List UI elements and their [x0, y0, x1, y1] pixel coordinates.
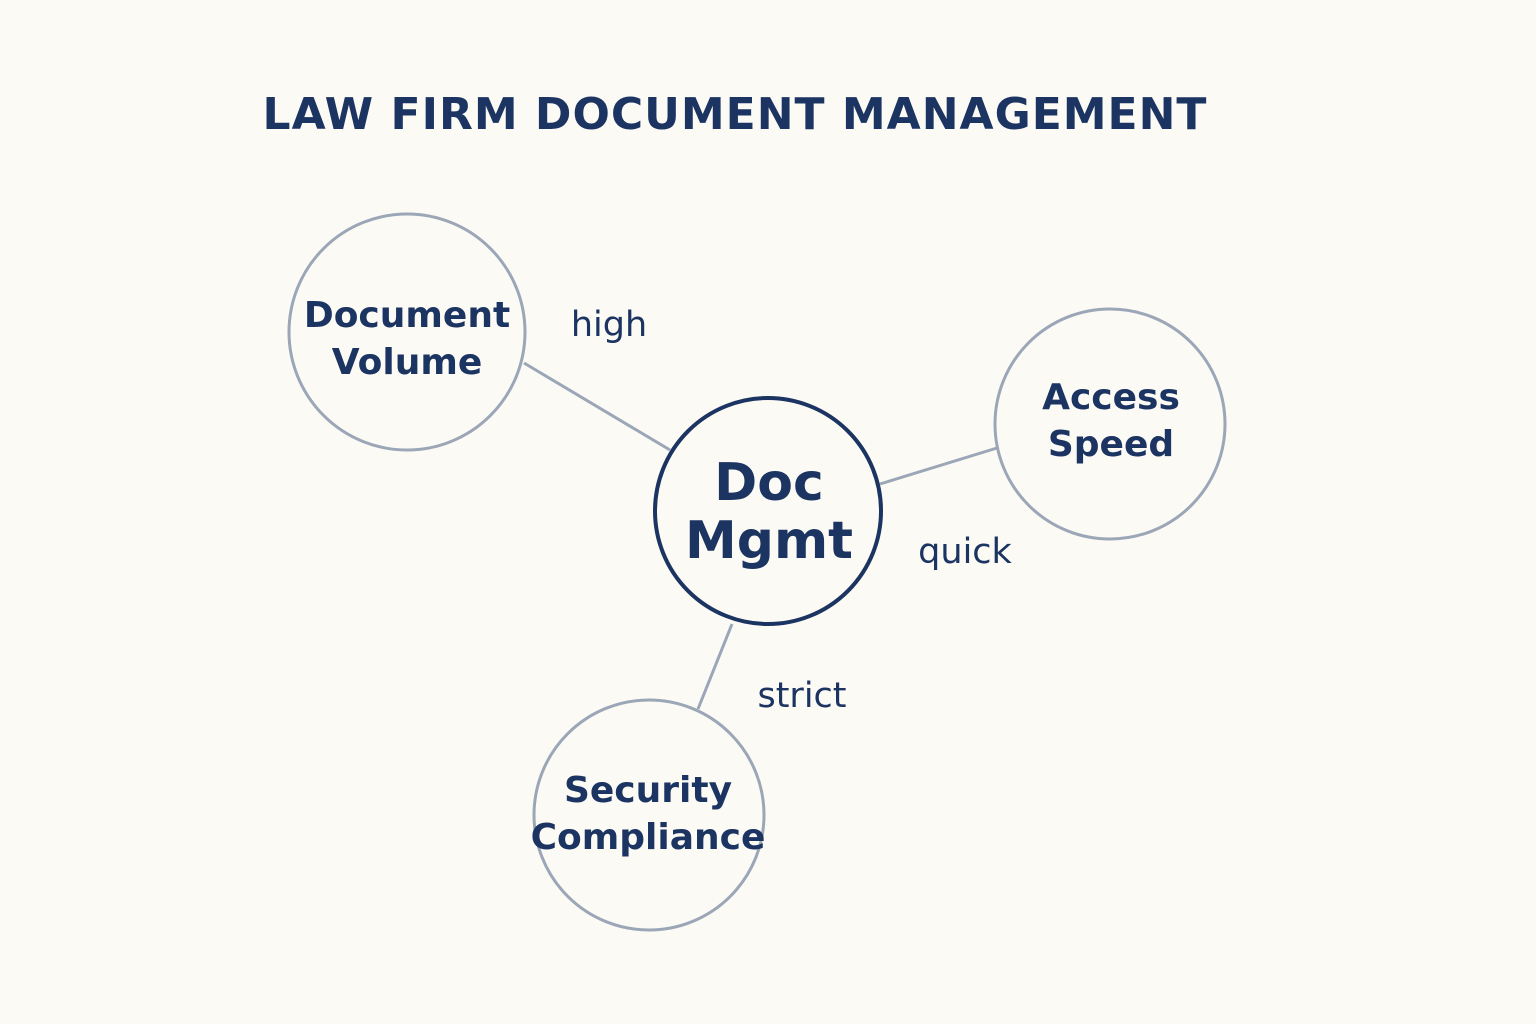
node-access-speed: Access Speed — [993, 307, 1227, 541]
node-document-volume-circle — [287, 212, 527, 452]
node-security-compliance-circle — [532, 698, 766, 932]
node-access-speed-line1: Access — [1042, 377, 1180, 418]
edge-security-compliance — [696, 623, 734, 710]
node-doc-mgmt-line1: Doc — [714, 453, 824, 513]
edge-document-volume — [523, 361, 671, 452]
edge-label-quick: quick — [918, 532, 1012, 572]
node-access-speed-line2: Speed — [1048, 424, 1174, 465]
node-security-compliance-line2: Compliance — [531, 817, 766, 858]
diagram-title: LAW FIRM DOCUMENT MANAGEMENT — [263, 89, 1208, 140]
node-document-volume: Document Volume — [287, 212, 527, 452]
edge-label-strict: strict — [757, 676, 846, 716]
node-security-compliance: Security Compliance — [531, 698, 766, 932]
edge-access-speed — [879, 446, 998, 486]
node-security-compliance-line1: Security — [564, 770, 732, 811]
node-doc-mgmt-line2: Mgmt — [685, 511, 853, 571]
edge-label-high: high — [571, 305, 647, 345]
node-document-volume-line1: Document — [304, 295, 510, 336]
node-doc-mgmt: Doc Mgmt — [653, 396, 883, 626]
node-doc-mgmt-circle — [653, 396, 883, 626]
node-access-speed-circle — [993, 307, 1227, 541]
node-document-volume-line2: Volume — [332, 342, 483, 383]
